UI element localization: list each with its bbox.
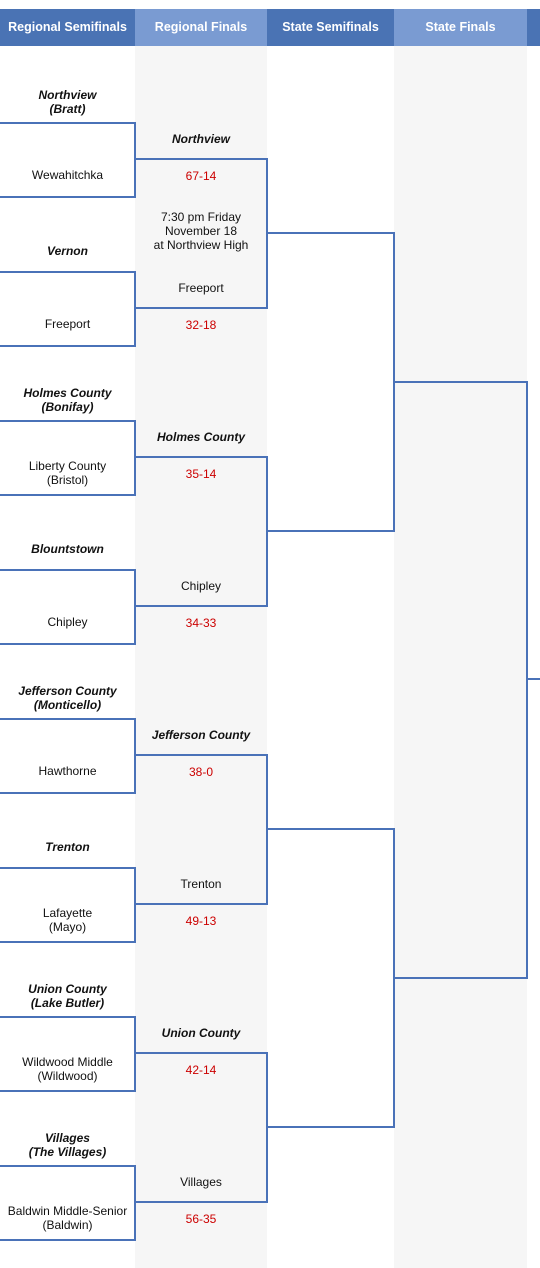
- rf-line-bottom: [135, 903, 267, 905]
- rf-team-bottom[interactable]: Trenton: [180, 877, 222, 891]
- rf-line-top: [135, 1052, 267, 1054]
- champion-line: [527, 678, 540, 680]
- header-regional-finals: Regional Finals: [135, 9, 267, 46]
- rs-line-bottom: [0, 643, 135, 645]
- rs-connector: [134, 718, 136, 794]
- rs-connector: [134, 420, 136, 496]
- rs-line-bottom: [0, 1090, 135, 1092]
- ss-line-bottom: [267, 530, 394, 532]
- rf-line-bottom: [135, 1201, 267, 1203]
- rs-score: 56-35: [185, 1212, 217, 1226]
- rs-score: 42-14: [185, 1063, 217, 1077]
- rs-line-bottom: [0, 494, 135, 496]
- rs-team-bottom[interactable]: Baldwin Middle-Senior (Baldwin): [7, 1204, 128, 1232]
- rs-team-top[interactable]: Vernon: [47, 244, 88, 258]
- header-state-semifinals: State Semifinals: [267, 9, 394, 46]
- rf-team-top[interactable]: Jefferson County: [151, 728, 251, 742]
- rs-line-top: [0, 1016, 135, 1018]
- rf-line-bottom: [135, 605, 267, 607]
- rs-team-top[interactable]: Trenton: [45, 840, 90, 854]
- header-champion: [527, 9, 540, 46]
- rf-line-top: [135, 456, 267, 458]
- rs-line-bottom: [0, 196, 135, 198]
- rs-score: 34-33: [185, 616, 217, 630]
- rs-team-bottom[interactable]: Hawthorne: [38, 764, 97, 778]
- rs-line-bottom: [0, 345, 135, 347]
- rs-line-top: [0, 420, 135, 422]
- rf-game-info: 7:30 pm Friday November 18 at Northview …: [153, 210, 249, 252]
- column-bg-regional-finals: [135, 46, 267, 1268]
- rs-team-bottom[interactable]: Lafayette (Mayo): [42, 906, 93, 934]
- rf-team-top[interactable]: Northview: [171, 132, 230, 146]
- rs-line-bottom: [0, 792, 135, 794]
- rs-score: 35-14: [185, 467, 217, 481]
- rs-team-top[interactable]: Northview (Bratt): [38, 88, 97, 116]
- sf-line-bottom: [394, 977, 527, 979]
- rs-connector: [134, 271, 136, 347]
- rs-connector: [134, 1165, 136, 1241]
- rs-team-bottom[interactable]: Wildwood Middle (Wildwood): [22, 1055, 113, 1083]
- bracket-header: Regional Semifinals Regional Finals Stat…: [0, 9, 540, 46]
- rs-team-top[interactable]: Blountstown: [31, 542, 104, 556]
- rs-score: 38-0: [188, 765, 214, 779]
- rs-connector: [134, 1016, 136, 1092]
- rf-team-bottom[interactable]: Chipley: [180, 579, 222, 593]
- rs-score: 32-18: [185, 318, 217, 332]
- rs-line-top: [0, 718, 135, 720]
- rf-team-bottom[interactable]: Villages: [180, 1175, 222, 1189]
- rf-line-top: [135, 158, 267, 160]
- rs-team-bottom[interactable]: Chipley: [47, 615, 88, 629]
- rs-line-bottom: [0, 941, 135, 943]
- rs-team-bottom[interactable]: Freeport: [44, 317, 91, 331]
- rs-team-top[interactable]: Villages (The Villages): [28, 1131, 107, 1159]
- rs-connector: [134, 569, 136, 645]
- rf-team-top[interactable]: Union County: [161, 1026, 241, 1040]
- rs-line-top: [0, 271, 135, 273]
- rs-team-top[interactable]: Union County (Lake Butler): [28, 982, 107, 1010]
- rf-line-top: [135, 754, 267, 756]
- rs-score: 67-14: [185, 169, 217, 183]
- rs-score: 49-13: [185, 914, 217, 928]
- rs-team-top[interactable]: Holmes County (Bonifay): [23, 386, 112, 414]
- rs-team-bottom[interactable]: Liberty County (Bristol): [28, 459, 107, 487]
- ss-line-top: [267, 232, 394, 234]
- rs-line-bottom: [0, 1239, 135, 1241]
- header-regional-semifinals: Regional Semifinals: [0, 9, 135, 46]
- header-state-finals: State Finals: [394, 9, 527, 46]
- ss-line-top: [267, 828, 394, 830]
- rs-line-top: [0, 1165, 135, 1167]
- rf-team-top[interactable]: Holmes County: [156, 430, 245, 444]
- rs-line-top: [0, 867, 135, 869]
- rs-connector: [134, 867, 136, 943]
- sf-line-top: [394, 381, 527, 383]
- rs-connector: [134, 122, 136, 198]
- rf-line-bottom: [135, 307, 267, 309]
- rs-line-top: [0, 569, 135, 571]
- rs-line-top: [0, 122, 135, 124]
- column-bg-state-finals: [394, 46, 527, 1268]
- ss-line-bottom: [267, 1126, 394, 1128]
- rf-team-bottom[interactable]: Freeport: [178, 281, 224, 295]
- sf-connector: [526, 381, 528, 979]
- rs-team-bottom[interactable]: Wewahitchka: [31, 168, 104, 182]
- rs-team-top[interactable]: Jefferson County (Monticello): [18, 684, 117, 712]
